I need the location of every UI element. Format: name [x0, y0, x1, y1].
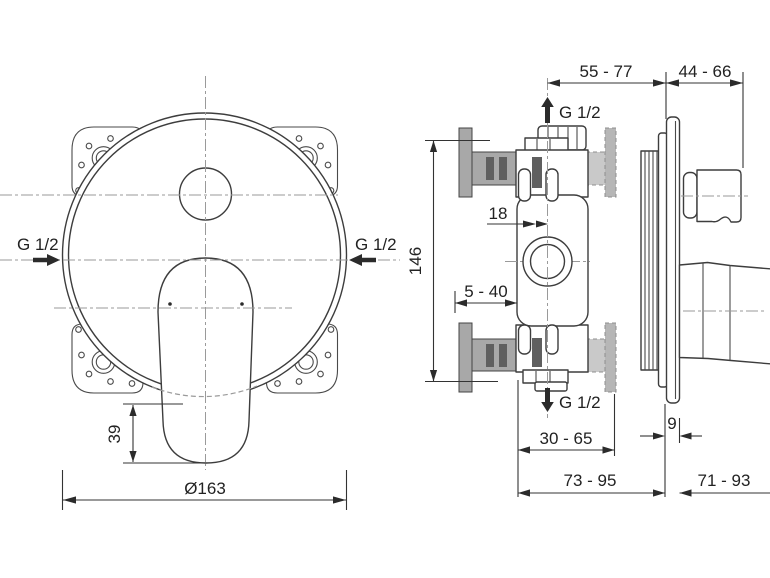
dim-plate-thickness: 9 — [640, 404, 702, 497]
dim-plate-diameter-label: Ø163 — [184, 479, 226, 498]
spout-side — [678, 261, 770, 365]
dim-cartridge-offset-label: 18 — [489, 204, 508, 223]
bottom-connector-nut — [534, 381, 568, 392]
inlet-pipe-top — [471, 151, 519, 186]
dim-trim-depth: 71 - 93 — [679, 471, 770, 497]
handle-pivot-dot-left — [168, 302, 172, 306]
dim-wall-range-label: 5 - 40 — [464, 282, 507, 301]
flow-arrow-down-icon — [541, 388, 554, 412]
top-flange-nut — [524, 137, 569, 152]
front-view: G 1/2 G 1/2 39 Ø163 — [0, 76, 400, 510]
dim-depth-total: 73 - 95 — [518, 471, 665, 497]
thread-label-right: G 1/2 — [355, 235, 397, 254]
wall-fixing-left — [458, 127, 519, 393]
thread-label-left: G 1/2 — [17, 235, 59, 254]
dim-body-height: 146 — [406, 139, 498, 383]
dim-plate-diameter: Ø163 — [61, 470, 348, 510]
hidden-plate-edge — [151, 385, 258, 398]
handle-side — [681, 169, 748, 223]
dim-wall-range: 5 - 40 — [454, 282, 517, 313]
inlet-arrow-left-icon — [33, 254, 60, 266]
dim-depth-inner-label: 30 - 65 — [540, 429, 593, 448]
wall-plate-top-right — [604, 127, 617, 198]
dim-depth-total-label: 73 - 95 — [564, 471, 617, 490]
wall-plate-top-left — [458, 127, 473, 198]
flow-arrow-up-icon — [541, 97, 554, 123]
front-centerlines — [0, 76, 400, 470]
dim-trim-depth-label: 71 - 93 — [698, 471, 751, 490]
side-view: G 1/2 G 1/2 55 - 77 44 - 66 146 — [406, 62, 770, 497]
dim-top-left-label: 55 - 77 — [580, 62, 633, 81]
faceplate — [665, 116, 681, 404]
inlet-pipe-bottom — [471, 338, 519, 372]
handle-neck — [682, 171, 698, 219]
trim-parts — [640, 116, 681, 404]
inlet-arrow-right-icon — [349, 254, 376, 266]
wall-plate-bottom-left — [458, 322, 473, 393]
dim-depth-inner: 30 - 65 — [517, 380, 616, 497]
handle-pivot-dot-right — [240, 302, 244, 306]
spout-body — [678, 261, 770, 365]
dim-body-height-label: 146 — [406, 247, 425, 275]
dim-top-right-label: 44 - 66 — [679, 62, 732, 81]
dim-handle-offset-label: 39 — [105, 425, 124, 444]
dim-top-left: 55 - 77 — [547, 62, 667, 119]
dim-cartridge-offset: 18 — [487, 204, 548, 228]
thread-label-top: G 1/2 — [559, 103, 601, 122]
dim-plate-thickness-label: 9 — [667, 414, 676, 433]
dim-handle-offset: 39 — [105, 403, 207, 464]
thread-label-bottom: G 1/2 — [559, 393, 601, 412]
wall-plate-bottom-right — [604, 322, 617, 393]
bottom-flange-nut — [522, 369, 569, 384]
dim-top-right: 44 - 66 — [666, 62, 744, 168]
mixer-valve-body — [505, 125, 590, 392]
